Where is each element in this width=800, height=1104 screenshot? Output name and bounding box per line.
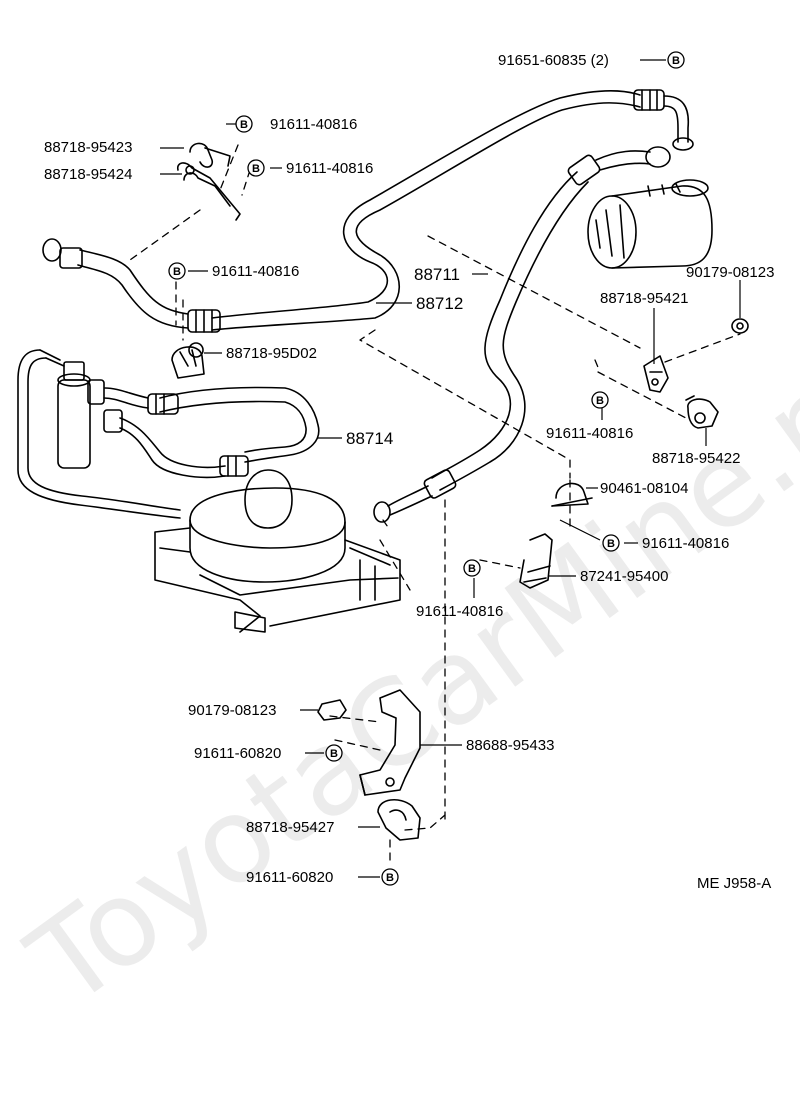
bracket-88688-95433 <box>359 689 421 796</box>
bolt-marker: B <box>381 868 399 886</box>
label-90179-08123: 90179-08123 <box>686 264 774 281</box>
line-art <box>17 89 749 863</box>
svg-text:B: B <box>252 163 260 175</box>
label-88718-95D02: 88718-95D02 <box>226 345 317 362</box>
label-91611-40816: 91611-40816 <box>416 603 503 620</box>
clamp-88718-95423 <box>176 142 241 221</box>
diagram-code: ME J958-A <box>697 875 771 892</box>
fitting-88712-left <box>42 238 221 333</box>
label-88718-95422: 88718-95422 <box>652 450 740 467</box>
label-91611-60820: 91611-60820 <box>246 869 333 886</box>
svg-text:B: B <box>240 119 248 131</box>
bolt-marker: B <box>247 159 265 177</box>
svg-text:B: B <box>330 748 338 760</box>
bolt-marker: B <box>463 559 481 577</box>
evaporator-unit <box>154 469 401 633</box>
label-88714: 88714 <box>346 429 393 448</box>
clamp-88718-95D02 <box>171 342 205 379</box>
bolt-marker: B <box>591 391 609 409</box>
label-91611-40816: 91611-40816 <box>212 263 299 280</box>
svg-text:B: B <box>596 395 604 407</box>
svg-text:B: B <box>173 266 181 278</box>
label-88711: 88711 <box>414 265 460 284</box>
svg-text:B: B <box>468 563 476 575</box>
label-90461-08104: 90461-08104 <box>600 480 688 497</box>
clamp-88718-95427 <box>377 799 421 841</box>
label-91611-40816: 91611-40816 <box>270 116 357 133</box>
bolt-marker: B <box>667 51 685 69</box>
solid-leaders <box>160 59 741 878</box>
clamp-88718-95422 <box>685 395 719 429</box>
bracket-87241-95400 <box>519 533 553 589</box>
nut-90179-08123-top <box>731 318 749 334</box>
bolt-marker: B <box>235 115 253 133</box>
label-88688-95433: 88688-95433 <box>466 737 554 754</box>
label-91611-60820: 91611-60820 <box>194 745 281 762</box>
part-labels: 91651-60835 (2) 91611-40816 88718-95423 … <box>44 52 774 892</box>
receiver-dryer <box>17 349 181 519</box>
label-91611-40816: 91611-40816 <box>642 535 729 552</box>
fitting-88712-top <box>633 89 694 151</box>
label-88718-95424: 88718-95424 <box>44 166 132 183</box>
nut-90179-08123-bottom <box>317 699 347 721</box>
label-90179-08123: 90179-08123 <box>188 702 276 719</box>
dashed-leaders <box>129 144 741 863</box>
label-88712: 88712 <box>416 294 463 313</box>
clamp-88718-95421 <box>643 355 669 393</box>
svg-text:B: B <box>607 538 615 550</box>
label-88718-95421: 88718-95421 <box>600 290 688 307</box>
svg-text:B: B <box>672 55 680 67</box>
bolt-markers: B B B B B B B B B <box>168 51 685 886</box>
label-87241-95400: 87241-95400 <box>580 568 668 585</box>
bolt-marker: B <box>168 262 186 280</box>
bolt-marker: B <box>602 534 620 552</box>
hose-88712 <box>211 90 641 331</box>
compressor <box>587 179 713 269</box>
svg-text:B: B <box>386 872 394 884</box>
label-88718-95427: 88718-95427 <box>246 819 334 836</box>
label-88718-95423: 88718-95423 <box>44 139 132 156</box>
watermark: ToyotaCarMine.ru <box>5 315 800 1033</box>
clamp-90461-08104 <box>551 482 593 507</box>
bolt-marker: B <box>325 744 343 762</box>
hose-88714 <box>87 379 320 479</box>
hose-88711 <box>373 146 671 523</box>
label-91611-40816: 91611-40816 <box>546 425 633 442</box>
label-91611-40816: 91611-40816 <box>286 160 373 177</box>
label-91651-60835: 91651-60835 (2) <box>498 52 609 69</box>
